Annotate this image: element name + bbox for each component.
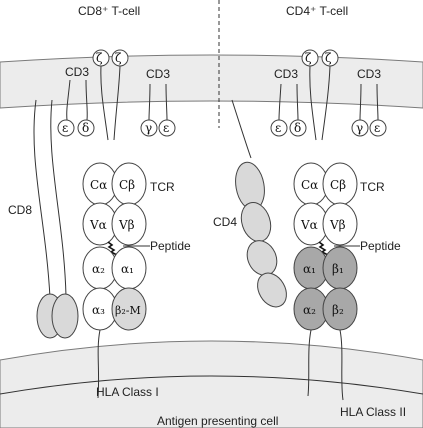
delta-left — [77, 119, 95, 137]
svg-text:Vα: Vα — [89, 218, 107, 232]
apc-label: Antigen presenting cell — [157, 414, 278, 428]
cd4-label: CD4 — [213, 215, 237, 229]
epsilon-left-b — [158, 119, 176, 137]
svg-text:ε: ε — [374, 121, 380, 135]
cd4-domain-2 — [240, 201, 272, 243]
svg-text:Cβ: Cβ — [330, 178, 346, 192]
hla-class-ii-label: HLA Class II — [340, 405, 406, 419]
zeta-right-b — [321, 49, 339, 67]
svg-text:ζ: ζ — [325, 51, 332, 65]
svg-text:β₂: β₂ — [332, 303, 344, 317]
svg-text:Vα: Vα — [300, 218, 318, 232]
svg-text:ζ: ζ — [115, 51, 122, 65]
svg-text:ε: ε — [163, 121, 169, 135]
svg-text:α₁: α₁ — [121, 262, 134, 276]
cd4-stalk — [231, 99, 252, 159]
svg-text:α₂: α₂ — [92, 262, 105, 276]
svg-text:α₃: α₃ — [92, 303, 105, 317]
cd8-label: CD8 — [8, 203, 32, 217]
tcr-label-left: TCR — [150, 180, 175, 194]
delta-right — [289, 119, 307, 137]
tcr-label-right: TCR — [360, 180, 385, 194]
cd3-label-left-b: CD3 — [146, 67, 170, 81]
svg-text:Cα: Cα — [90, 178, 107, 192]
svg-text:δ: δ — [82, 121, 89, 135]
svg-text:Cα: Cα — [301, 178, 318, 192]
svg-text:ζ: ζ — [96, 51, 103, 65]
cd8-stalk-b — [50, 99, 67, 297]
zeta-left-b — [111, 49, 129, 67]
peptide-label-left: Peptide — [150, 239, 191, 253]
cd8-stalk-a — [33, 99, 51, 299]
apc-membrane-inner — [0, 375, 423, 395]
svg-text:ε: ε — [62, 121, 68, 135]
zeta-right-a — [301, 49, 319, 67]
cd4-domain-3 — [246, 240, 278, 276]
cd3-label-left-a: CD3 — [65, 65, 89, 79]
zeta-left-a — [92, 49, 110, 67]
cd8-domain-b — [51, 293, 79, 339]
beta2m-left — [111, 287, 147, 331]
gamma-left — [140, 119, 158, 137]
tcell-membrane — [0, 54, 423, 109]
epsilon-right-b — [369, 119, 387, 137]
apc-membrane — [0, 340, 423, 428]
svg-text:Vβ: Vβ — [329, 218, 346, 232]
v-beta-right — [322, 202, 358, 246]
epsilon-left-a — [57, 119, 75, 137]
hla-class-i-label: HLA Class I — [96, 385, 159, 399]
svg-text:Cβ: Cβ — [119, 178, 135, 192]
svg-text:γ: γ — [356, 121, 363, 135]
cd3-label-right-b: CD3 — [357, 67, 381, 81]
v-beta-left — [111, 202, 147, 246]
epsilon-right-a — [270, 119, 288, 137]
cd8-tcell-label: CD8⁺ T-cell — [78, 4, 140, 18]
svg-text:ε: ε — [275, 121, 281, 135]
gamma-right — [351, 119, 369, 137]
cd4-tcell-label: CD4⁺ T-cell — [286, 4, 348, 18]
cd4-domain-4 — [257, 272, 287, 308]
svg-text:δ: δ — [294, 121, 301, 135]
svg-text:β₂-M: β₂-M — [115, 304, 141, 317]
cd3-label-right-a: CD3 — [274, 67, 298, 81]
svg-text:β₁: β₁ — [332, 262, 344, 276]
svg-text:γ: γ — [145, 121, 152, 135]
svg-text:α₂: α₂ — [303, 303, 316, 317]
svg-text:α₁: α₁ — [303, 262, 316, 276]
peptide-label-right: Peptide — [360, 239, 401, 253]
svg-text:Vβ: Vβ — [118, 218, 135, 232]
svg-text:ζ: ζ — [305, 51, 312, 65]
